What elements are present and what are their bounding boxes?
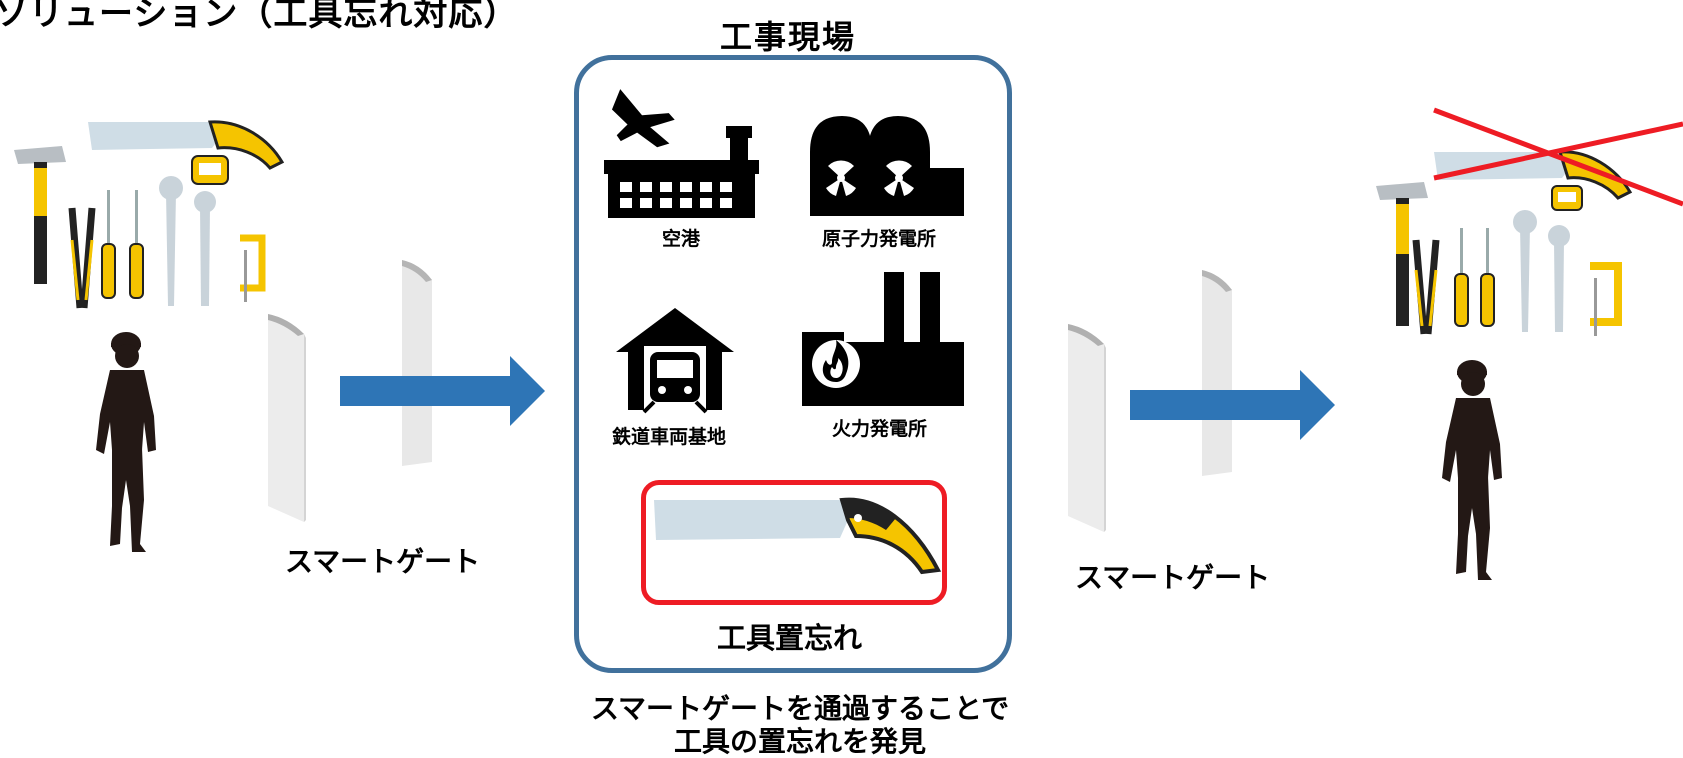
smart-gate-icon bbox=[268, 260, 432, 522]
airport-label: 空港 bbox=[662, 228, 701, 250]
site-title: 工事現場 bbox=[720, 18, 857, 56]
thermal-plant-label: 火力発電所 bbox=[832, 418, 928, 440]
train-depot-label: 鉄道車両基地 bbox=[612, 426, 727, 448]
thermal-plant-icon bbox=[802, 272, 964, 406]
nuclear-plant-label: 原子力発電所 bbox=[822, 228, 937, 250]
caption-line-2: 工具の置忘れを発見 bbox=[673, 725, 926, 758]
saw-icon bbox=[654, 497, 942, 575]
caption: スマートゲートを通過することで 工具の置忘れを発見 bbox=[500, 692, 1100, 758]
smart-gate-icon bbox=[1068, 270, 1232, 532]
cross-mark-icon bbox=[1433, 107, 1683, 207]
worker-silhouette-icon bbox=[1442, 360, 1502, 580]
gate-label: スマートゲート bbox=[285, 545, 481, 578]
tools-before-icon bbox=[14, 120, 285, 309]
forgotten-tool-label: 工具置忘れ bbox=[717, 621, 863, 655]
construction-site-frame bbox=[574, 55, 1012, 673]
train-depot-icon bbox=[616, 308, 734, 414]
tools-after-icon bbox=[1376, 150, 1633, 336]
arrow-right-icon bbox=[340, 356, 545, 426]
nuclear-plant-icon bbox=[810, 116, 964, 216]
forgotten-tool-highlight bbox=[641, 480, 947, 605]
worker-silhouette-icon bbox=[96, 332, 156, 552]
caption-line-1: スマートゲートを通過することで bbox=[590, 692, 1010, 725]
arrow-right-icon bbox=[1130, 370, 1335, 440]
airport-icon bbox=[604, 89, 759, 218]
gate-label: スマートゲート bbox=[1075, 561, 1271, 594]
page-title: ソリューション（工具忘れ対応） bbox=[0, 0, 519, 34]
